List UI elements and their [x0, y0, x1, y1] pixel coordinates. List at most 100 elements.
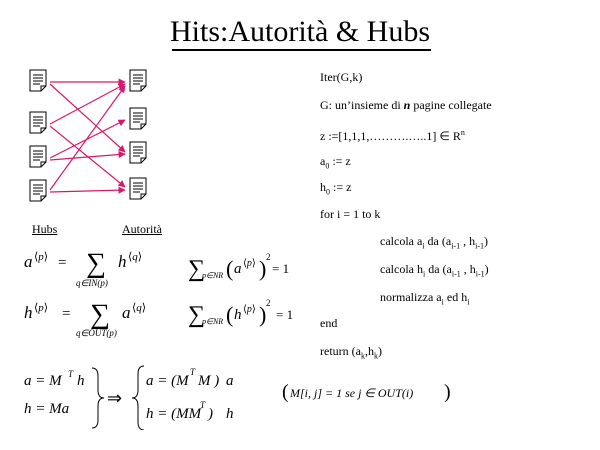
- algo-sup: n: [460, 128, 465, 137]
- formula-norm-value: = 1: [272, 261, 289, 276]
- formula-symbol: ): [207, 406, 213, 422]
- formula-symbol: (: [282, 381, 289, 403]
- hub-page-icon: [29, 145, 47, 168]
- formula-symbol: 2: [266, 298, 271, 308]
- algo-sub: 0: [325, 161, 330, 171]
- formula-symbol: ⟨p⟩: [34, 302, 48, 314]
- formula-symbol: ∑: [86, 248, 106, 279]
- formula-symbol: (: [226, 256, 233, 281]
- algo-text: ,h: [364, 344, 374, 358]
- algo-text: ): [483, 234, 488, 248]
- formula-h-sum-index: q∈OUT(p): [76, 328, 117, 338]
- formula-h-eq-ma: h = Ma: [24, 401, 69, 417]
- algo-line-graph: G: un’insieme di n pagine collegate: [320, 98, 492, 112]
- algo-text: h: [320, 180, 326, 194]
- hub-page-icon: [29, 179, 47, 202]
- authorities-label: Autorità: [122, 222, 162, 236]
- algo-text: calcola h: [380, 262, 423, 276]
- formula-symbol: h: [118, 252, 127, 271]
- algo-text: := z: [329, 154, 351, 168]
- formula-symbol: a: [234, 261, 242, 277]
- authority-page-icon: [129, 69, 147, 92]
- formula-a-eq-mtma: a = (M: [146, 373, 190, 389]
- formula-symbol: h: [234, 307, 242, 323]
- formula-hub-normalization: ∑ p∈NR ( h ⟨p⟩ ) 2 = 1: [188, 298, 293, 328]
- formula-symbol: 2: [266, 252, 271, 262]
- algo-sub: i-1: [451, 269, 461, 279]
- formula-a-sum-index: q∈IN(p): [76, 278, 108, 288]
- formula-hub-update: h ⟨p⟩ = ∑ a ⟨q⟩ q∈OUT(p): [24, 299, 146, 338]
- formula-symbol: ∑: [188, 302, 205, 328]
- algo-text: , h: [460, 234, 476, 248]
- formula-symbol: M ): [197, 373, 219, 389]
- authority-page-icon: [129, 177, 147, 200]
- brace-icon: [91, 367, 105, 429]
- formula-symbol: ): [444, 381, 451, 403]
- formula-symbol: ⟨q⟩: [132, 302, 146, 314]
- formula-h-eq-mmth: h = (MM: [146, 406, 203, 422]
- formula-symbol: ⟨p⟩: [34, 251, 48, 263]
- graph-edge: [49, 186, 126, 194]
- formula-symbol: h: [77, 373, 85, 389]
- algo-text: G: un’insieme di: [320, 98, 404, 112]
- algo-line-z: z :=[1,1,1,……….…..1] ∈ Rn: [320, 126, 465, 143]
- algo-step-calc-a: calcola ai da (ai-1 , hi-1): [380, 234, 488, 253]
- algo-text: z :=[1,1,1,……….…..1] ∈ R: [320, 129, 461, 143]
- algo-line-return: return (ak,hk): [320, 344, 382, 363]
- algo-sub: i-1: [475, 269, 485, 279]
- algo-line-iter: Iter(G,k): [320, 70, 363, 84]
- formula-symbol: h: [24, 303, 33, 322]
- formula-authority-update: a ⟨p⟩ = ∑ h ⟨q⟩ q∈IN(p): [24, 248, 142, 288]
- formula-symbol: ⟨p⟩: [243, 258, 256, 269]
- hub-page-icon: [29, 111, 47, 134]
- algo-n: n: [403, 98, 411, 112]
- algo-text: calcola a: [380, 234, 423, 248]
- algo-text: da (a: [425, 262, 452, 276]
- algo-text: da (a: [424, 234, 452, 248]
- algo-sub: i: [467, 297, 470, 307]
- algo-text: ): [377, 344, 382, 358]
- formula-a-eq-mth: a = M: [24, 373, 63, 389]
- implies-icon: ⇒: [107, 388, 122, 408]
- algo-text: return (a: [320, 344, 361, 358]
- hubs-label: Hubs: [32, 222, 58, 236]
- graph-edge: [49, 85, 126, 191]
- hub-page-icon: [29, 69, 47, 92]
- formula-symbol: ⟨p⟩: [243, 304, 256, 315]
- hubs-authorities-graph: [29, 69, 147, 202]
- algo-sub: k: [360, 351, 365, 361]
- slide-title: Hits:Autorità & Hubs: [170, 15, 430, 48]
- algo-sub: i-1: [475, 241, 484, 251]
- formula-symbol: ∑: [188, 256, 205, 282]
- algo-text: := z: [330, 180, 352, 194]
- algo-step-normalize: normalizza ai ed hi: [380, 290, 469, 309]
- algo-sub: i: [422, 269, 426, 279]
- algo-line-h0: h0 := z: [320, 180, 351, 199]
- formula-sup-t: T: [190, 367, 196, 377]
- formula-symbol: a: [24, 252, 33, 271]
- formula-matrix-form: a = M T h h = Ma ⇒ a = (M T M ) a h = (M…: [24, 365, 234, 430]
- algo-sub: k: [373, 351, 378, 361]
- algo-sub: i: [441, 297, 444, 307]
- algo-line-for: for i = 1 to k: [320, 207, 381, 221]
- formula-symbol: h: [226, 406, 234, 422]
- authority-page-icon: [129, 107, 147, 130]
- graph-edge: [49, 83, 126, 153]
- algo-text: a: [320, 154, 326, 168]
- authority-page-icon: [129, 141, 147, 164]
- algo-sub: i-1: [451, 241, 461, 251]
- title-underline: [172, 49, 431, 51]
- formula-symbol: =: [62, 306, 70, 322]
- formula-condition: M[i, j] = 1 se j ∈ OUT(i): [289, 386, 413, 400]
- algo-sub: i: [422, 241, 425, 251]
- formula-symbol: a: [122, 303, 131, 322]
- formula-symbol: a: [226, 373, 234, 389]
- formula-sup-t: T: [200, 400, 206, 410]
- graph-edge: [49, 83, 126, 125]
- formula-authority-normalization: ∑ p∈NR ( a ⟨p⟩ ) 2 = 1: [188, 252, 289, 282]
- algo-text: pagine collegate: [410, 98, 492, 112]
- algo-text: ): [484, 262, 489, 276]
- formula-symbol: =: [58, 255, 66, 271]
- graph-edge: [49, 150, 126, 161]
- formula-symbol: (: [226, 302, 233, 327]
